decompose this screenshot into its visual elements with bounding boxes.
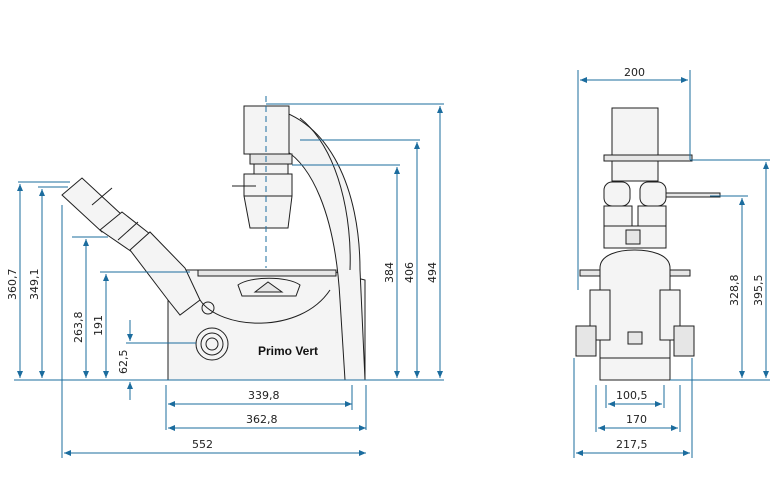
- dim-label-100-5: 100,5: [616, 389, 648, 402]
- dim-label-263-8: 263,8: [72, 312, 85, 344]
- front-body: [599, 249, 671, 381]
- binocular-tube: [61, 177, 201, 316]
- dim-label-62-5: 62,5: [117, 350, 130, 375]
- dim-label-191: 191: [92, 315, 105, 336]
- dim-label-328-8: 328,8: [728, 275, 741, 307]
- dim-label-217-5: 217,5: [616, 438, 648, 451]
- side-view-microscope: Primo Vert: [61, 105, 366, 381]
- dim-label-552: 552: [192, 438, 213, 451]
- dim-label-406: 406: [403, 262, 416, 283]
- front-vertical-dimensions: 328,8 395,5: [728, 162, 769, 378]
- front-illuminator: [611, 107, 659, 157]
- condenser: [243, 173, 293, 229]
- brand-label: Primo Vert: [258, 344, 318, 358]
- front-right-knob: [673, 325, 695, 357]
- dim-label-200: 200: [624, 66, 645, 79]
- dim-label-170: 170: [626, 413, 647, 426]
- dim-label-494: 494: [426, 262, 439, 283]
- side-vertical-dimensions: 360,7 349,1 263,8 191 62,5 384 406 494: [6, 106, 443, 400]
- focus-knob: [195, 301, 229, 361]
- front-view-microscope: [575, 107, 721, 381]
- side-horizontal-dimensions: 339,8 362,8 552: [64, 389, 366, 456]
- dim-label-362-8: 362,8: [246, 413, 278, 426]
- stage: [197, 269, 337, 277]
- front-left-knob: [575, 325, 597, 357]
- dim-label-349-1: 349,1: [28, 269, 41, 301]
- dim-label-339-8: 339,8: [248, 389, 280, 402]
- dim-label-384: 384: [383, 262, 396, 283]
- dim-label-395-5: 395,5: [752, 275, 765, 307]
- dim-label-360-7: 360,7: [6, 269, 19, 301]
- front-horizontal-dimensions: 200 100,5 170 217,5: [576, 66, 690, 456]
- front-eyepieces: [603, 181, 667, 249]
